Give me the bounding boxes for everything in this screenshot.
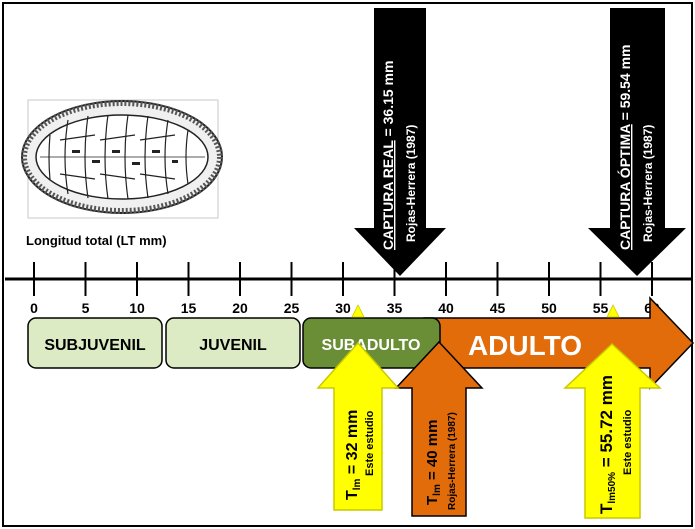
stage-subjuvenil-label: SUBJUVENIL (44, 337, 146, 354)
axis-tick-label: 35 (387, 300, 403, 316)
tlm32-value: = 32 mm (344, 410, 361, 479)
axis-tick-label: 30 (335, 300, 351, 316)
captura-optima-label: CAPTURA ÓPTIMA (616, 124, 633, 250)
captura-optima-value: = 59.54 mm (617, 44, 633, 124)
axis-tick-label: 10 (129, 300, 145, 316)
chiton-illustration (22, 100, 222, 218)
axis-tick-label: 50 (541, 300, 557, 316)
tlm40-subscript: lm (432, 484, 443, 496)
axis-title: Longitud total (LT mm) (26, 233, 167, 248)
tlm50-source: Este estudio (622, 409, 634, 475)
stage-subadulto-label: SUBADULTO (322, 337, 421, 354)
stage-juvenil-label: JUVENIL (199, 337, 267, 354)
axis-tick-label: 55 (593, 300, 609, 316)
stage-adulto-label: ADULTO (468, 330, 582, 361)
axis-tick-label: 0 (30, 300, 38, 316)
tlm32-symbol: T (344, 490, 361, 500)
axis-tick-label: 25 (284, 300, 300, 316)
axis-tick-label: 15 (181, 300, 197, 316)
captura-real-title: CAPTURA REAL = 36.15 mm (380, 61, 396, 250)
axis-tick-label: 5 (82, 300, 90, 316)
captura-optima-source: Rojas-Herrera (1987) (641, 125, 655, 242)
tlm40-symbol: T (424, 496, 441, 505)
axis-tick-label: 45 (490, 300, 506, 316)
captura-real-value: = 36.15 mm (380, 61, 396, 141)
tlm50-value: = 55.72 mm (597, 375, 616, 472)
tlm32-subscript: lm (352, 478, 363, 490)
axis-tick-label: 40 (438, 300, 454, 316)
tlm40-source: Rojas-Herrera (1987) (447, 412, 458, 510)
captura-real-source: Rojas-Herrera (1987) (404, 125, 418, 242)
tlm32-source: Este estudio (364, 410, 376, 476)
axis-tick-label: 20 (232, 300, 248, 316)
tlm40-value: = 40 mm (424, 420, 441, 485)
tlm50-symbol: T (597, 503, 616, 514)
captura-optima-title: CAPTURA ÓPTIMA = 59.54 mm (616, 44, 633, 250)
tlm50-subscript: lm50% (607, 472, 618, 504)
captura-real-label: CAPTURA REAL (380, 140, 396, 250)
